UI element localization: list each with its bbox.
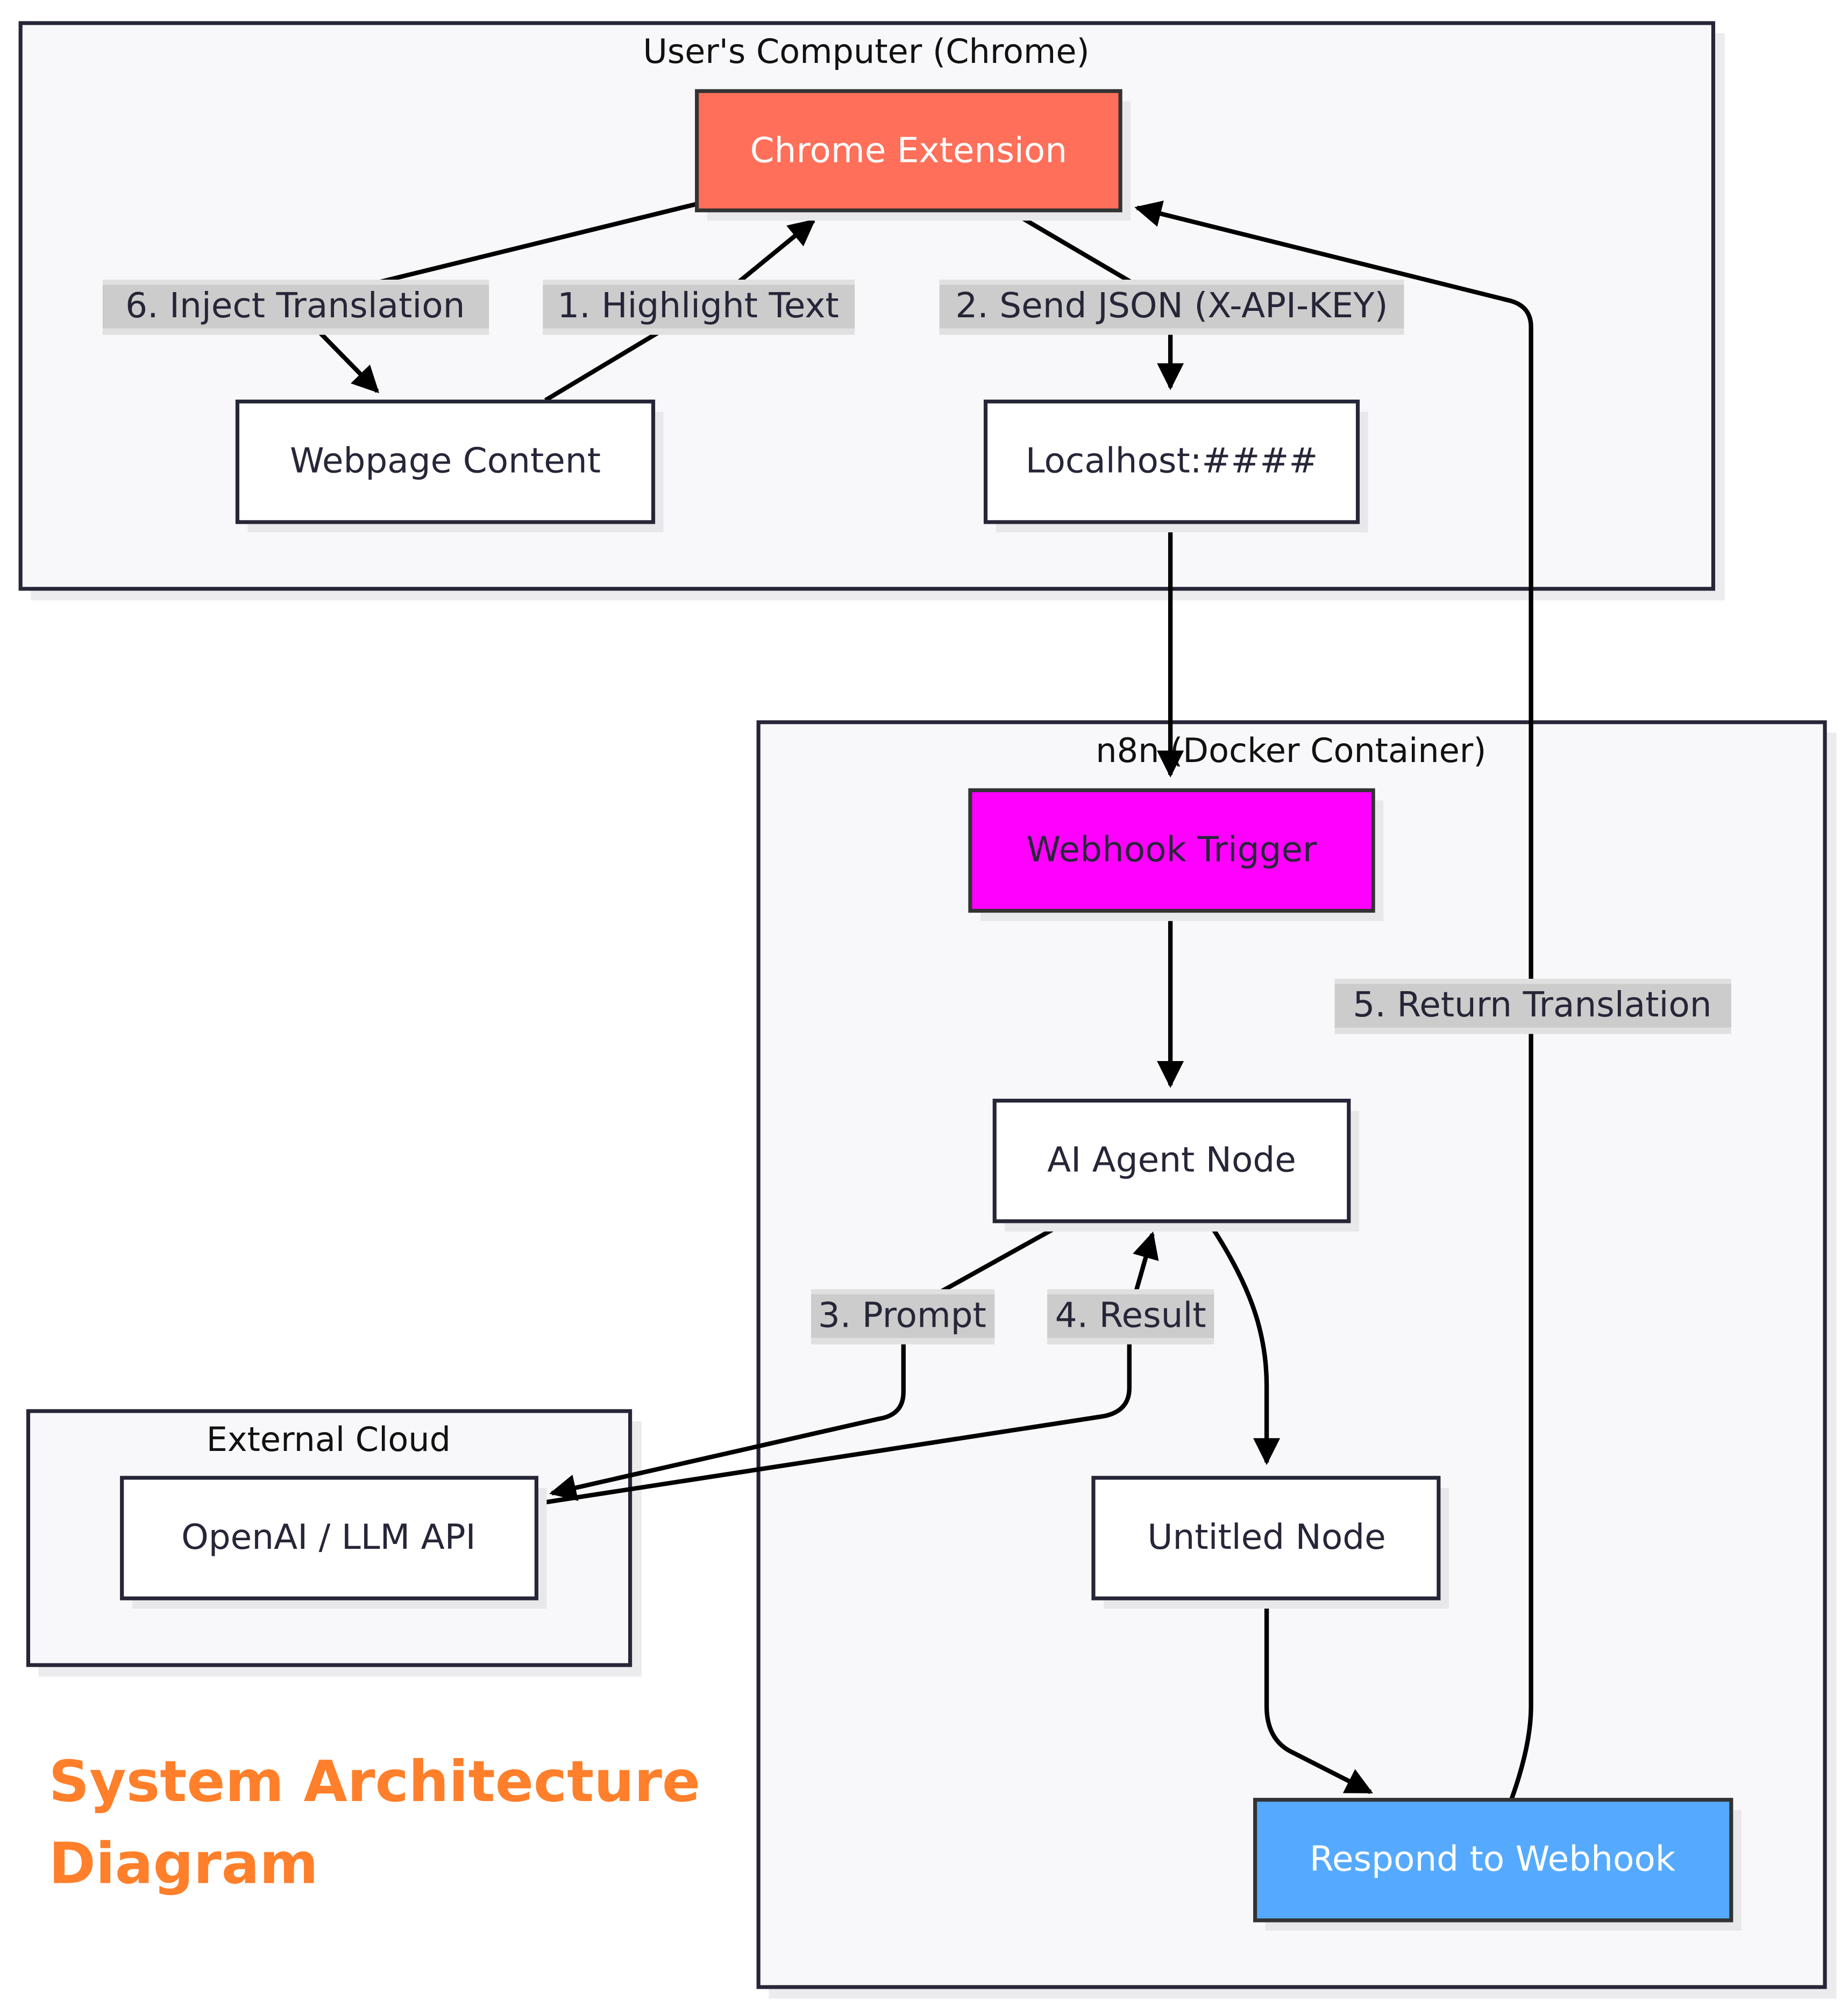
node-openai-llm-api[interactable]: OpenAI / LLM API xyxy=(120,1476,547,1609)
edge-untitled-to-respond[interactable] xyxy=(1264,1599,1373,1795)
edge-label-return-translation: 5. Return Translation xyxy=(1334,979,1731,1034)
edge-label-text: 2. Send JSON (X-API-KEY) xyxy=(955,286,1388,326)
edge-label-result: 4. Result xyxy=(1047,1289,1214,1344)
node-label: Localhost:#### xyxy=(1026,441,1318,481)
node-respond-to-webhook[interactable]: Respond to Webhook xyxy=(1253,1798,1742,1931)
title-line-2: Diagram xyxy=(49,1831,318,1897)
node-untitled[interactable]: Untitled Node xyxy=(1091,1476,1449,1609)
node-webpage-content[interactable]: Webpage Content xyxy=(235,400,664,532)
node-webhook-trigger[interactable]: Webhook Trigger xyxy=(968,788,1384,921)
edge-label-inject-translation: 6. Inject Translation xyxy=(102,280,489,335)
edge-label-text: 3. Prompt xyxy=(818,1295,986,1335)
edge-labels: 6. Inject Translation 1. Highlight Text … xyxy=(102,280,1731,1344)
edge-label-text: 6. Inject Translation xyxy=(125,286,465,326)
cluster-n8n: n8n (Docker Container) xyxy=(756,720,1837,1999)
diagram-title: System Architecture Diagram xyxy=(49,1749,700,1897)
node-label: Webpage Content xyxy=(290,441,601,481)
edge-label-text: 1. Highlight Text xyxy=(557,286,839,326)
edge-label-text: 5. Return Translation xyxy=(1353,985,1711,1025)
node-label: Respond to Webhook xyxy=(1310,1839,1676,1880)
node-label: OpenAI / LLM API xyxy=(181,1517,476,1557)
cluster-title-users-computer: User's Computer (Chrome) xyxy=(643,32,1090,71)
edge-label-prompt: 3. Prompt xyxy=(811,1289,995,1344)
title-line-1: System Architecture xyxy=(49,1749,700,1814)
node-label: Untitled Node xyxy=(1147,1517,1385,1557)
edge-label-send-json: 2. Send JSON (X-API-KEY) xyxy=(939,280,1404,335)
edge-label-highlight-text: 1. Highlight Text xyxy=(543,280,855,335)
cluster-title-n8n: n8n (Docker Container) xyxy=(1096,731,1486,770)
cluster-title-external-cloud: External Cloud xyxy=(207,1420,451,1459)
node-label: Webhook Trigger xyxy=(1027,829,1318,870)
node-label: AI Agent Node xyxy=(1047,1140,1296,1180)
node-ai-agent[interactable]: AI Agent Node xyxy=(992,1099,1359,1232)
node-label: Chrome Extension xyxy=(750,130,1067,170)
edge-return-translation[interactable] xyxy=(1134,201,1533,1799)
edge-label-text: 4. Result xyxy=(1055,1295,1206,1335)
node-localhost[interactable]: Localhost:#### xyxy=(983,400,1368,532)
edge-agent-to-untitled[interactable] xyxy=(1207,1221,1281,1465)
node-chrome-extension[interactable]: Chrome Extension xyxy=(695,89,1131,221)
